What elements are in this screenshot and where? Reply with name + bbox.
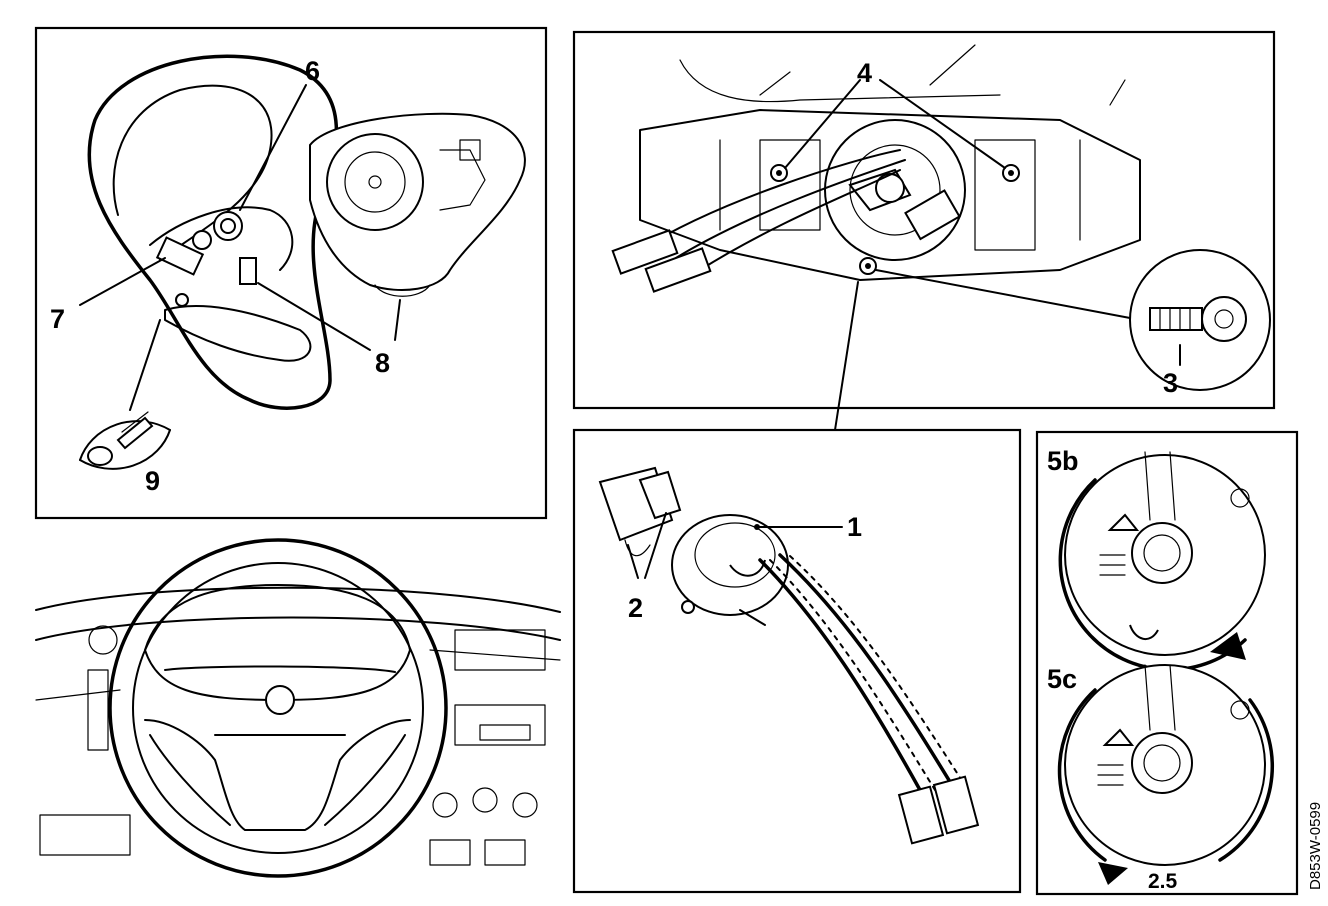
panel-reel-positions: 5b 5c 2.5 [1035,430,1299,896]
dashboard-overview [35,538,561,878]
callout-5c: 5c [1047,664,1077,694]
callout-5b: 5b [1047,446,1079,476]
callout-9: 9 [145,466,160,496]
figure-code: D853W-0599 [1307,802,1324,890]
callout-8: 8 [375,348,390,378]
panel-column-mounting: 4 3 [572,30,1276,410]
callout-7: 7 [50,304,65,334]
callout-3: 3 [1163,368,1178,398]
callout-4: 4 [857,58,872,88]
turns-value: 2.5 [1148,870,1178,893]
panel-steering-wheel-removal: 6 7 8 9 [34,26,548,520]
panel-contact-reel: 1 2 [572,428,1022,894]
callout-1: 1 [847,512,862,542]
callout-6: 6 [305,56,320,86]
callout-2: 2 [628,593,643,623]
